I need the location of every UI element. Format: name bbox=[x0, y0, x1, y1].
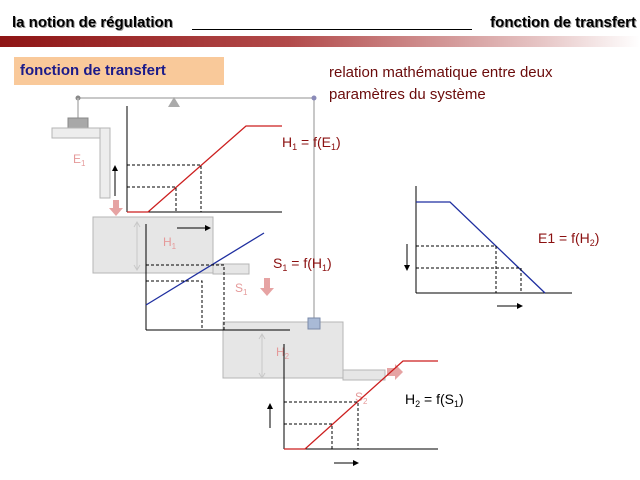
header-left-title: la notion de régulation bbox=[12, 14, 173, 31]
function-s1-h1-label: S1 = f(H1) bbox=[273, 255, 332, 273]
process-labels: E1 H1 S1 H2 S2 bbox=[73, 152, 368, 406]
graph-h1-e1: H1 = f(E1) bbox=[112, 106, 341, 231]
graph-e1-h2: E1 = f(H2) bbox=[404, 186, 599, 309]
flow-arrows bbox=[109, 200, 403, 380]
graph3-curve bbox=[416, 201, 546, 294]
label-h1: H1 bbox=[163, 235, 177, 251]
control-link bbox=[75, 95, 317, 318]
tank-2 bbox=[222, 321, 386, 381]
tank-1 bbox=[92, 216, 250, 275]
function-h2-s1-label: H2 = f(S1) bbox=[405, 391, 464, 409]
description-text: relation mathématique entre deux paramèt… bbox=[329, 64, 553, 103]
slide-title: fonction de transfert bbox=[20, 62, 166, 79]
flow-arrow-s2-icon bbox=[387, 364, 403, 380]
inlet-valve bbox=[51, 117, 111, 199]
graph1-curve bbox=[127, 125, 282, 213]
graph-s1-h1: S1 = f(H1) bbox=[145, 224, 332, 331]
header-gradient-bar bbox=[0, 36, 640, 47]
graph-h2-s1: H2 = f(S1) bbox=[267, 344, 464, 466]
label-s1: S1 bbox=[235, 281, 248, 297]
flow-arrow-s1-icon bbox=[260, 278, 274, 296]
triangle-marker-icon bbox=[168, 97, 180, 107]
level-sensor-icon bbox=[307, 317, 321, 330]
label-h2: H2 bbox=[276, 345, 290, 361]
header-right-title: fonction de transfert bbox=[490, 14, 636, 31]
label-s2: S2 bbox=[355, 390, 368, 406]
header-divider-line bbox=[192, 29, 472, 30]
graph4-curve bbox=[284, 360, 438, 450]
title-box: fonction de transfert bbox=[14, 57, 224, 85]
function-h1-e1-label: H1 = f(E1) bbox=[282, 134, 341, 152]
flow-arrow-in-icon bbox=[109, 200, 123, 216]
function-e1-h2-label: E1 = f(H2) bbox=[538, 230, 599, 248]
graph2-line bbox=[145, 232, 265, 306]
label-e1: E1 bbox=[73, 152, 86, 168]
level-arrows bbox=[133, 221, 266, 379]
